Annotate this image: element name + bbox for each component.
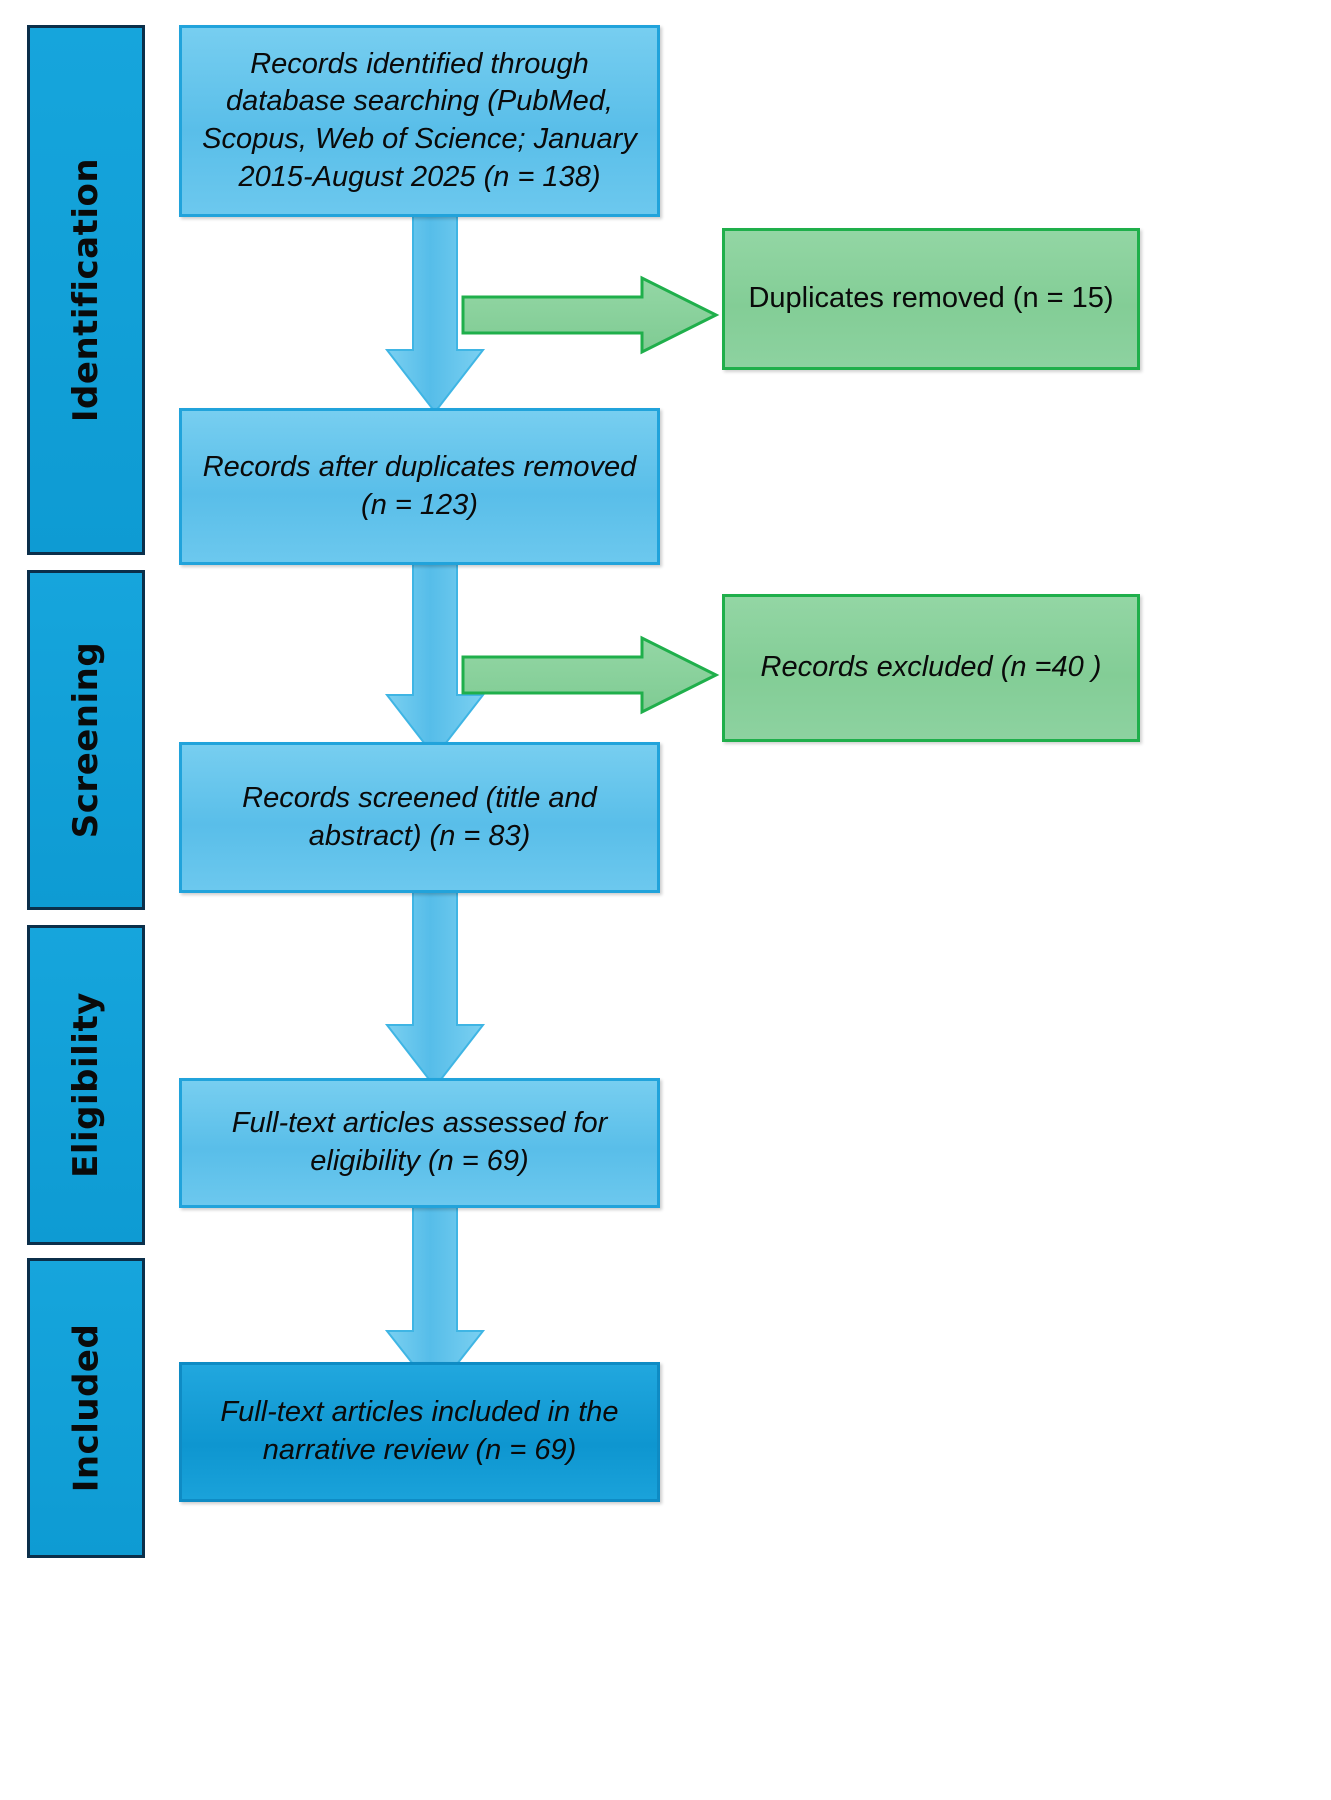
stage-label-identification-text: Identification	[66, 157, 106, 423]
stage-label-eligibility[interactable]: Eligibility	[27, 925, 145, 1245]
stage-label-screening[interactable]: Screening	[27, 570, 145, 910]
arrow-down-2	[384, 545, 486, 759]
stage-label-eligibility-text: Eligibility	[66, 992, 106, 1178]
flow-box-full-text-included-text: Full-text articles included in the narra…	[220, 1396, 619, 1466]
stage-label-screening-text: Screening	[66, 641, 106, 839]
flow-box-records-screened-text: Records screened (title and abstract) (n…	[242, 781, 597, 852]
arrow-right-2	[461, 635, 720, 715]
arrow-down-1	[384, 200, 486, 414]
flow-box-records-screened[interactable]: Records screened (title and abstract) (n…	[179, 742, 660, 893]
flow-box-records-identified-text: Records identified through database sear…	[202, 47, 637, 193]
flow-box-full-text-assessed[interactable]: Full-text articles assessed for eligibil…	[179, 1078, 660, 1208]
arrow-down-3	[384, 875, 486, 1089]
exclusion-box-duplicates-removed-text: Duplicates removed (n = 15)	[748, 282, 1114, 315]
exclusion-box-records-excluded[interactable]: Records excluded (n =40 )	[722, 594, 1140, 742]
exclusion-box-duplicates-removed[interactable]: Duplicates removed (n = 15)	[722, 228, 1140, 370]
flow-box-records-after-duplicates-text: Records after duplicates removed (n = 12…	[202, 450, 637, 521]
flow-box-records-identified[interactable]: Records identified through database sear…	[179, 25, 660, 217]
exclusion-box-records-excluded-text: Records excluded (n =40 )	[760, 651, 1102, 684]
flow-box-records-after-duplicates[interactable]: Records after duplicates removed (n = 12…	[179, 408, 660, 565]
stage-label-included[interactable]: Included	[27, 1258, 145, 1558]
flow-box-full-text-included[interactable]: Full-text articles included in the narra…	[179, 1362, 660, 1502]
stage-label-identification[interactable]: Identification	[27, 25, 145, 555]
flow-box-full-text-assessed-text: Full-text articles assessed for eligibil…	[231, 1107, 608, 1177]
arrow-right-1	[461, 275, 720, 355]
arrow-down-4	[384, 1195, 486, 1394]
stage-label-included-text: Included	[66, 1323, 107, 1493]
